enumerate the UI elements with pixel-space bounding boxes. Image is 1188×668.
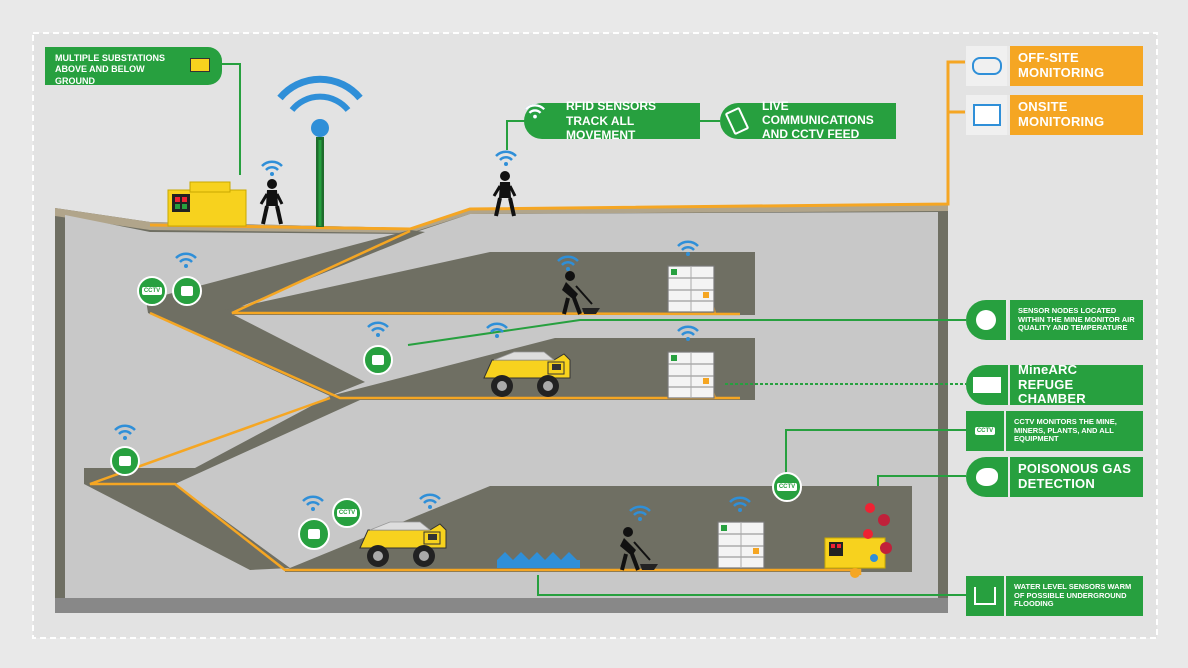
substation-icon bbox=[167, 181, 247, 227]
gas-cloud-icon bbox=[966, 457, 1010, 497]
gas-detection-label: POISONOUS GAS DETECTION bbox=[966, 457, 1143, 497]
live-comms-label: LIVE COMMUNICATIONS AND CCTV FEED bbox=[720, 99, 896, 141]
substations-label: MULTIPLE SUBSTATIONS ABOVE AND BELOW GRO… bbox=[45, 47, 222, 86]
substation-icon bbox=[190, 58, 210, 72]
sensor-node-icon bbox=[363, 345, 393, 375]
cctv-camera-icon: CCTV bbox=[966, 411, 1006, 451]
gas-cloud-icon bbox=[863, 503, 892, 562]
sensor-node-icon bbox=[298, 518, 330, 550]
water-level-icon bbox=[966, 576, 1006, 616]
refuge-chamber-icon bbox=[667, 351, 715, 399]
refuge-chamber-icon bbox=[966, 365, 1010, 405]
monitor-screen-icon bbox=[966, 95, 1010, 135]
phone-icon bbox=[720, 103, 754, 139]
water-level-icon bbox=[497, 552, 580, 568]
refuge-chamber-icon bbox=[717, 521, 765, 569]
cctv-camera-icon: CCTV bbox=[137, 276, 167, 306]
refuge-chamber-icon bbox=[667, 265, 715, 313]
offsite-monitoring-label: OFF-SITE MONITORING bbox=[966, 46, 1143, 86]
sensor-node-icon bbox=[110, 446, 140, 476]
cctv-camera-icon: CCTV bbox=[332, 498, 362, 528]
onsite-monitoring-label: ONSITE MONITORING bbox=[966, 95, 1143, 135]
wifi-icon bbox=[524, 103, 560, 139]
cloud-wifi-icon bbox=[966, 46, 1010, 86]
sensor-node-icon bbox=[172, 276, 202, 306]
cctv-camera-icon: CCTV bbox=[772, 472, 802, 502]
rfid-label: RFID SENSORS TRACK ALL MOVEMENT bbox=[524, 99, 700, 142]
sensor-node-icon bbox=[966, 300, 1008, 340]
water-level-label: WATER LEVEL SENSORS WARM OF POSSIBLE UND… bbox=[966, 576, 1143, 616]
wifi-tower-icon bbox=[277, 75, 363, 227]
sensor-nodes-label: SENSOR NODES LOCATED WITHIN THE MINE MON… bbox=[966, 300, 1143, 340]
cctv-monitors-label: CCTV CCTV MONITORS THE MINE, MINERS, PLA… bbox=[966, 411, 1143, 451]
